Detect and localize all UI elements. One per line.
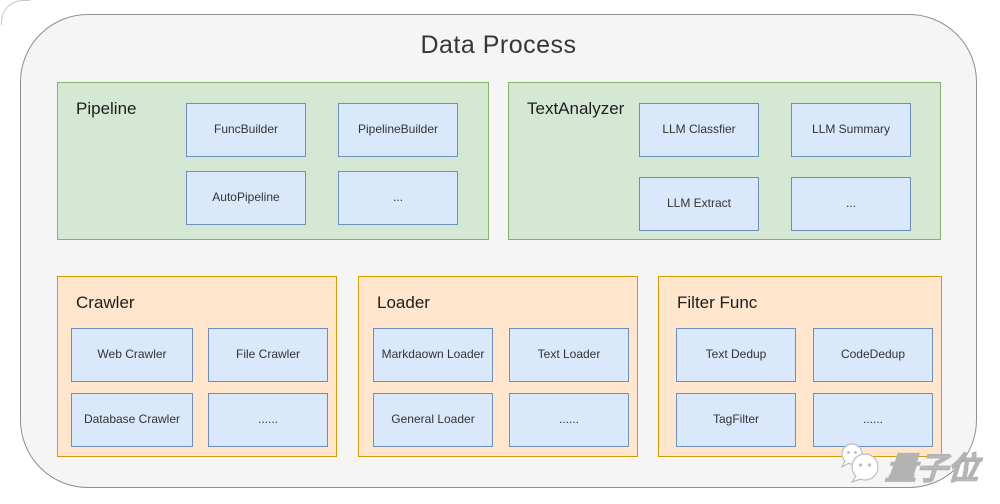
component-crawler-ellipsis: ...... [208,393,328,447]
panel-loader: Loader Markdaown Loader Text Loader Gene… [358,276,638,457]
component-general-loader: General Loader [373,393,493,447]
component-markdaown-loader: Markdaown Loader [373,328,493,382]
panel-pipeline-label: Pipeline [76,99,137,118]
component-llm-extract: LLM Extract [639,177,759,231]
component-funcbuilder: FuncBuilder [186,103,306,157]
component-textanalyzer-ellipsis: ... [791,177,911,231]
panel-crawler-label: Crawler [76,293,135,312]
component-pipeline-ellipsis: ... [338,171,458,225]
panel-loader-label: Loader [377,293,430,312]
component-pipelinebuilder: PipelineBuilder [338,103,458,157]
component-text-loader: Text Loader [509,328,629,382]
component-database-crawler: Database Crawler [71,393,193,447]
panel-textanalyzer: TextAnalyzer LLM Classfier LLM Summary L… [508,82,941,240]
panel-crawler: Crawler Web Crawler File Crawler Databas… [57,276,337,457]
component-filterfunc-ellipsis: ...... [813,393,933,447]
component-llm-classfier: LLM Classfier [639,103,759,157]
panel-textanalyzer-label: TextAnalyzer [527,99,625,118]
panel-pipeline: Pipeline FuncBuilder PipelineBuilder Aut… [57,82,489,240]
component-tagfilter: TagFilter [676,393,796,447]
component-text-dedup: Text Dedup [676,328,796,382]
panel-filter-func-label: Filter Func [677,293,758,312]
component-codededup: CodeDedup [813,328,933,382]
component-llm-summary: LLM Summary [791,103,911,157]
component-web-crawler: Web Crawler [71,328,193,382]
diagram-title: Data Process [420,31,577,59]
cropped-card-corner [1,0,30,25]
component-file-crawler: File Crawler [208,328,328,382]
component-autopipeline: AutoPipeline [186,171,306,225]
panel-filter-func: Filter Func Text Dedup CodeDedup TagFilt… [658,276,942,457]
component-loader-ellipsis: ...... [509,393,629,447]
